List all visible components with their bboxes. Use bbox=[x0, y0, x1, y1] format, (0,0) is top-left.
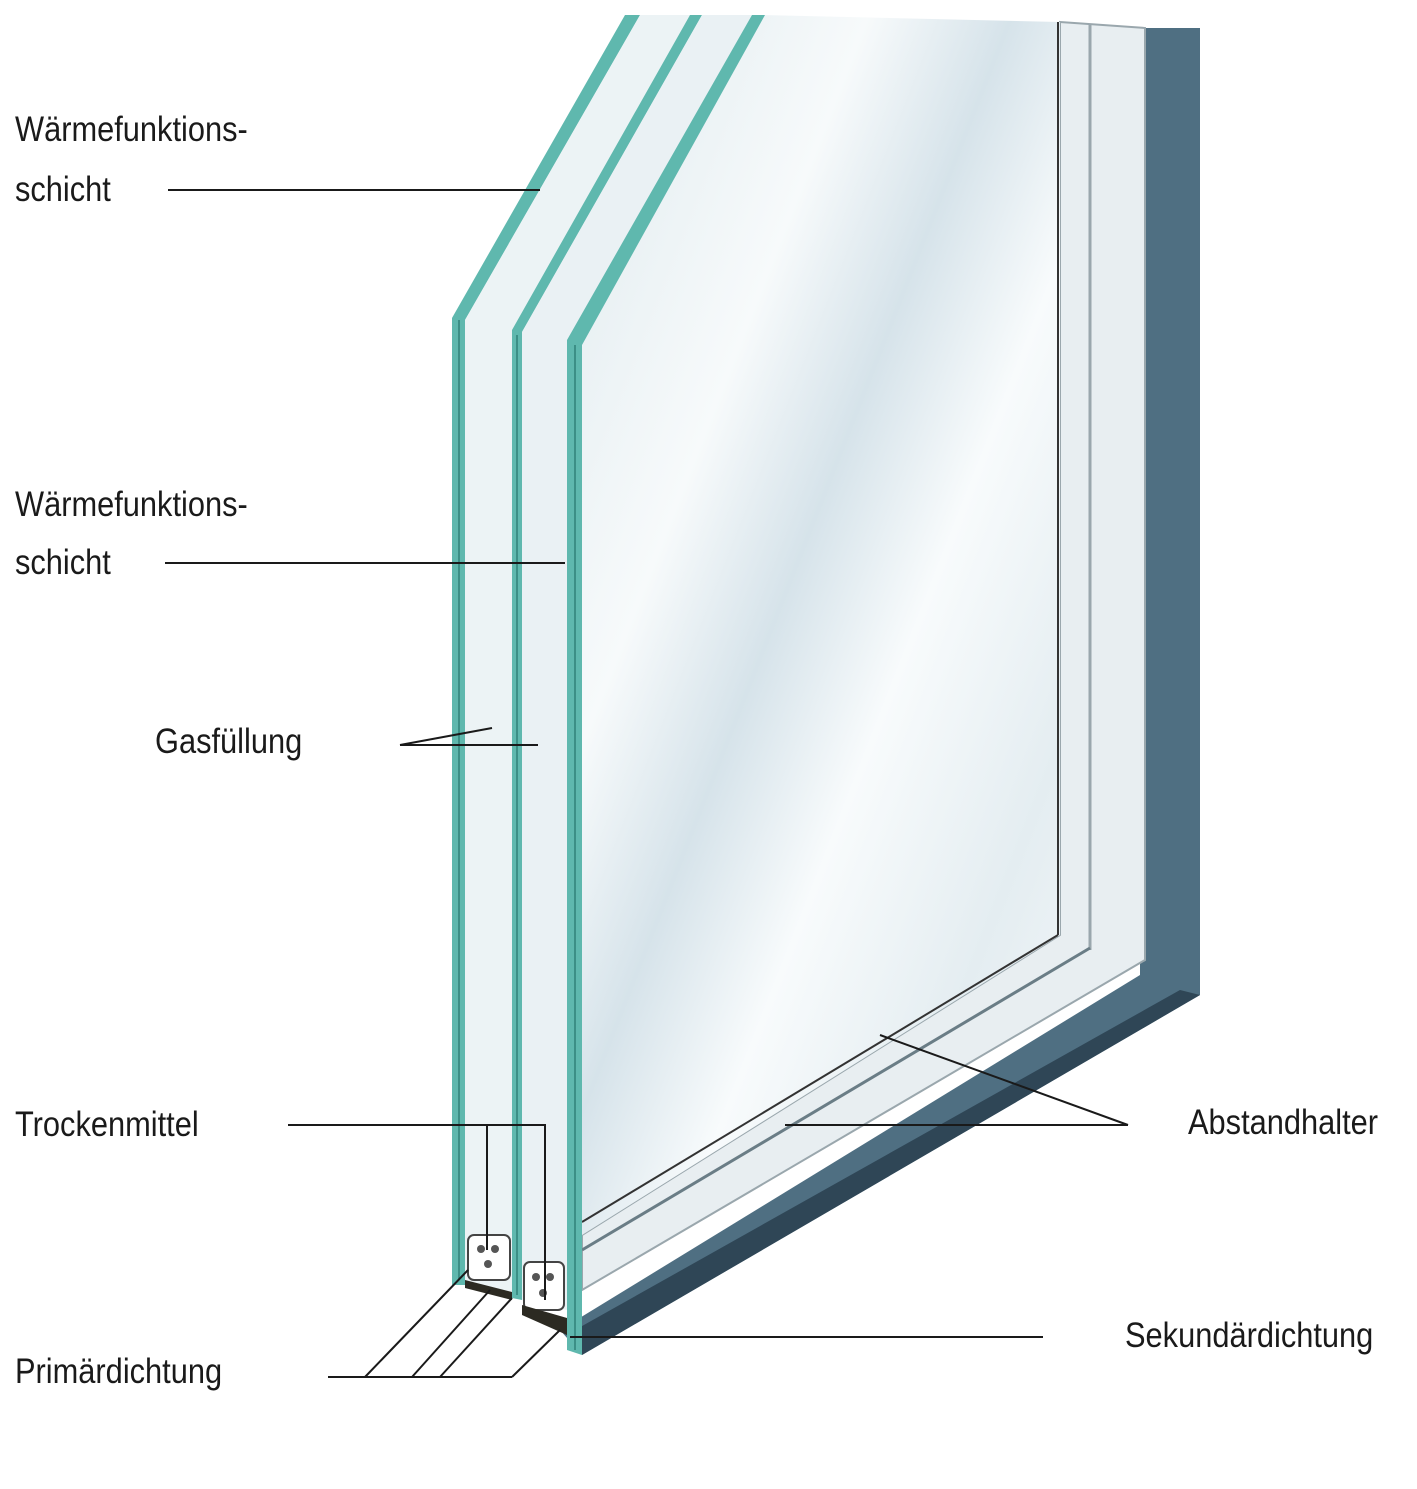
label-coating-1-line1: Wärmefunktions- bbox=[15, 110, 248, 149]
leader-lines bbox=[165, 189, 1129, 1378]
label-primary-seal: Primärdichtung bbox=[15, 1352, 223, 1391]
glass-face bbox=[582, 15, 1060, 1235]
label-gas-fill: Gasfüllung bbox=[155, 722, 303, 761]
label-spacer: Abstandhalter bbox=[1188, 1103, 1379, 1142]
label-coating-1-line2: schicht bbox=[15, 170, 111, 209]
spacer-line bbox=[581, 946, 1091, 1252]
label-coating-2-line2: schicht bbox=[15, 543, 111, 582]
spacer-profile-1 bbox=[465, 1234, 512, 1300]
label-desiccant: Trockenmittel bbox=[15, 1105, 199, 1144]
secondary-seal-shadow bbox=[575, 990, 1200, 1355]
label-secondary-seal: Sekundärdichtung bbox=[1125, 1316, 1374, 1355]
label-coating-2-line1: Wärmefunktions- bbox=[15, 485, 248, 524]
